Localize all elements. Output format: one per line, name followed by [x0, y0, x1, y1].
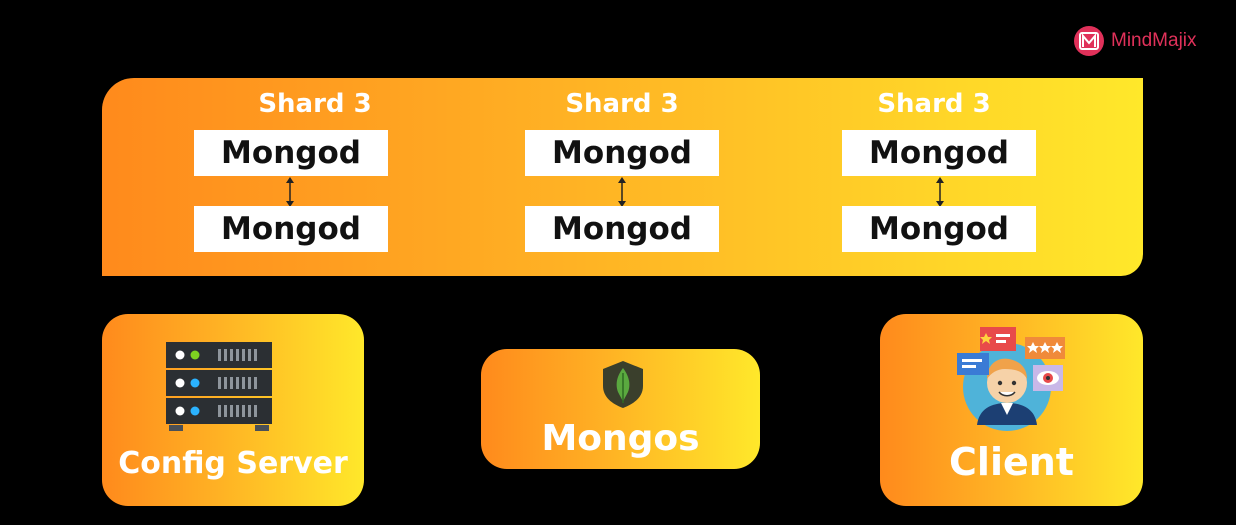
shard-title: Shard 3	[877, 89, 991, 119]
mongod-primary: Mongod	[194, 130, 388, 176]
mongod-primary: Mongod	[525, 130, 719, 176]
client-label: Client	[949, 440, 1074, 484]
replication-arrow-icon	[286, 177, 294, 207]
config-server-label: Config Server	[118, 446, 348, 481]
mongodb-leaf-icon	[603, 361, 643, 408]
logo-text: MindMajix	[1111, 30, 1197, 51]
shard-title: Shard 3	[258, 89, 372, 119]
server-rack-icon	[166, 342, 272, 431]
shard-title: Shard 3	[565, 89, 679, 119]
mongod-secondary: Mongod	[194, 206, 388, 252]
client-avatar-icon	[957, 327, 1065, 431]
replication-arrow-icon	[618, 177, 626, 207]
mindmajix-logo-icon	[1074, 26, 1104, 56]
mongod-secondary: Mongod	[842, 206, 1036, 252]
mindmajix-logo: MindMajix	[1073, 25, 1197, 57]
replication-arrow-icon	[936, 177, 944, 207]
mongod-primary: Mongod	[842, 130, 1036, 176]
mongod-secondary: Mongod	[525, 206, 719, 252]
mongos-label: Mongos	[541, 418, 700, 459]
